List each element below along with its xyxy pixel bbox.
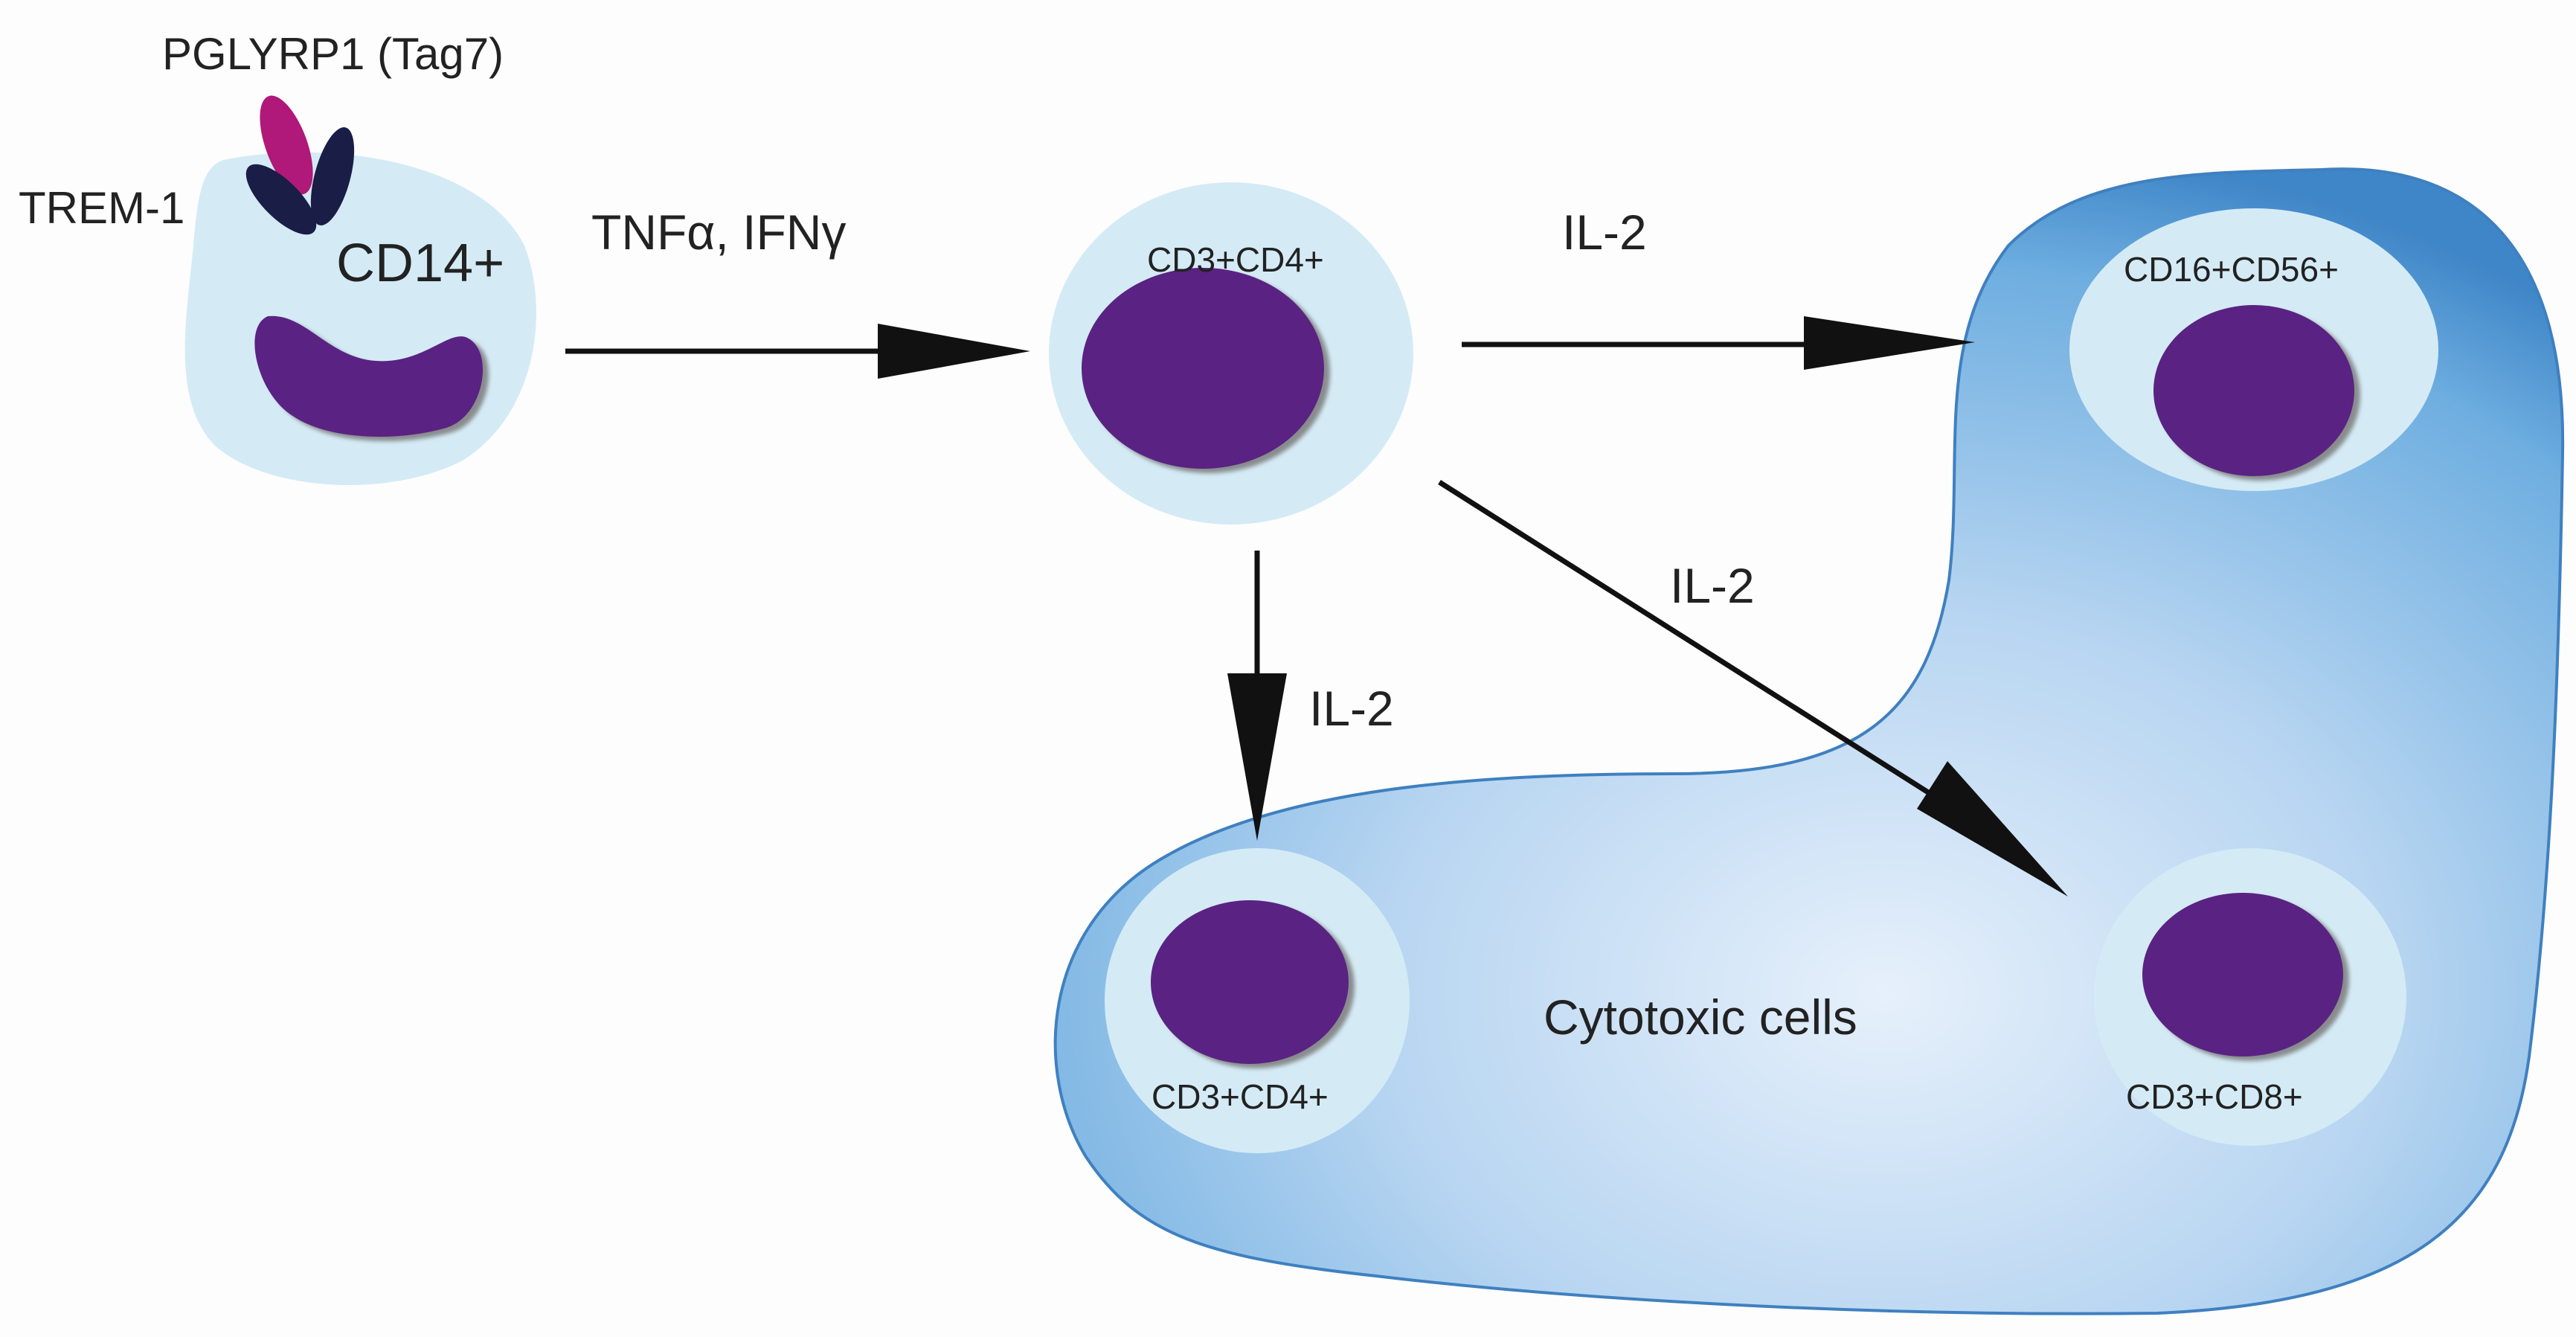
arrow-cd4-to-cd8: [1438, 480, 2068, 897]
pglyrp1-receptor-icon: [260, 95, 313, 195]
nk-label: CD16+CD56+: [2124, 250, 2339, 289]
cd3-cd4-cell-bottom: [1105, 848, 1410, 1153]
cd4-top-nucleus: [1082, 268, 1324, 469]
arrow-cd4-to-nk: [1462, 316, 1975, 370]
nk-cell: [2069, 208, 2438, 491]
cytotoxic-cells-label: Cytotoxic cells: [1544, 990, 1857, 1045]
arrow-cd4-to-cd4-bottom: [1227, 551, 1287, 841]
il2-label-right: IL-2: [1562, 205, 1647, 260]
cd14-label: CD14+: [336, 234, 504, 293]
il2-label-down: IL-2: [1309, 681, 1394, 736]
cd4-top-label: CD3+CD4+: [1147, 240, 1324, 279]
cd4-bottom-nucleus: [1151, 900, 1349, 1064]
cd4-bottom-label: CD3+CD4+: [1152, 1077, 1329, 1116]
il2-label-diagonal: IL-2: [1670, 558, 1755, 613]
trem1-receptor-right-icon: [310, 127, 355, 225]
trem1-label: TREM-1: [19, 183, 184, 233]
cd8-label: CD3+CD8+: [2126, 1077, 2303, 1116]
trem1-receptor-left-icon: [245, 164, 317, 235]
pglyrp1-label: PGLYRP1 (Tag7): [162, 29, 504, 79]
cd14-monocyte: [184, 95, 536, 486]
cd3-cd4-cell-top: [1049, 182, 1413, 525]
cytokines-label: TNFα, IFNγ: [591, 205, 846, 260]
cd3-cd8-cell: [2094, 848, 2406, 1146]
nk-nucleus: [2153, 305, 2354, 476]
cd14-kidney-nucleus: [254, 315, 484, 437]
cd8-nucleus: [2142, 893, 2343, 1057]
arrow-cd14-to-cd4: [565, 324, 1030, 379]
